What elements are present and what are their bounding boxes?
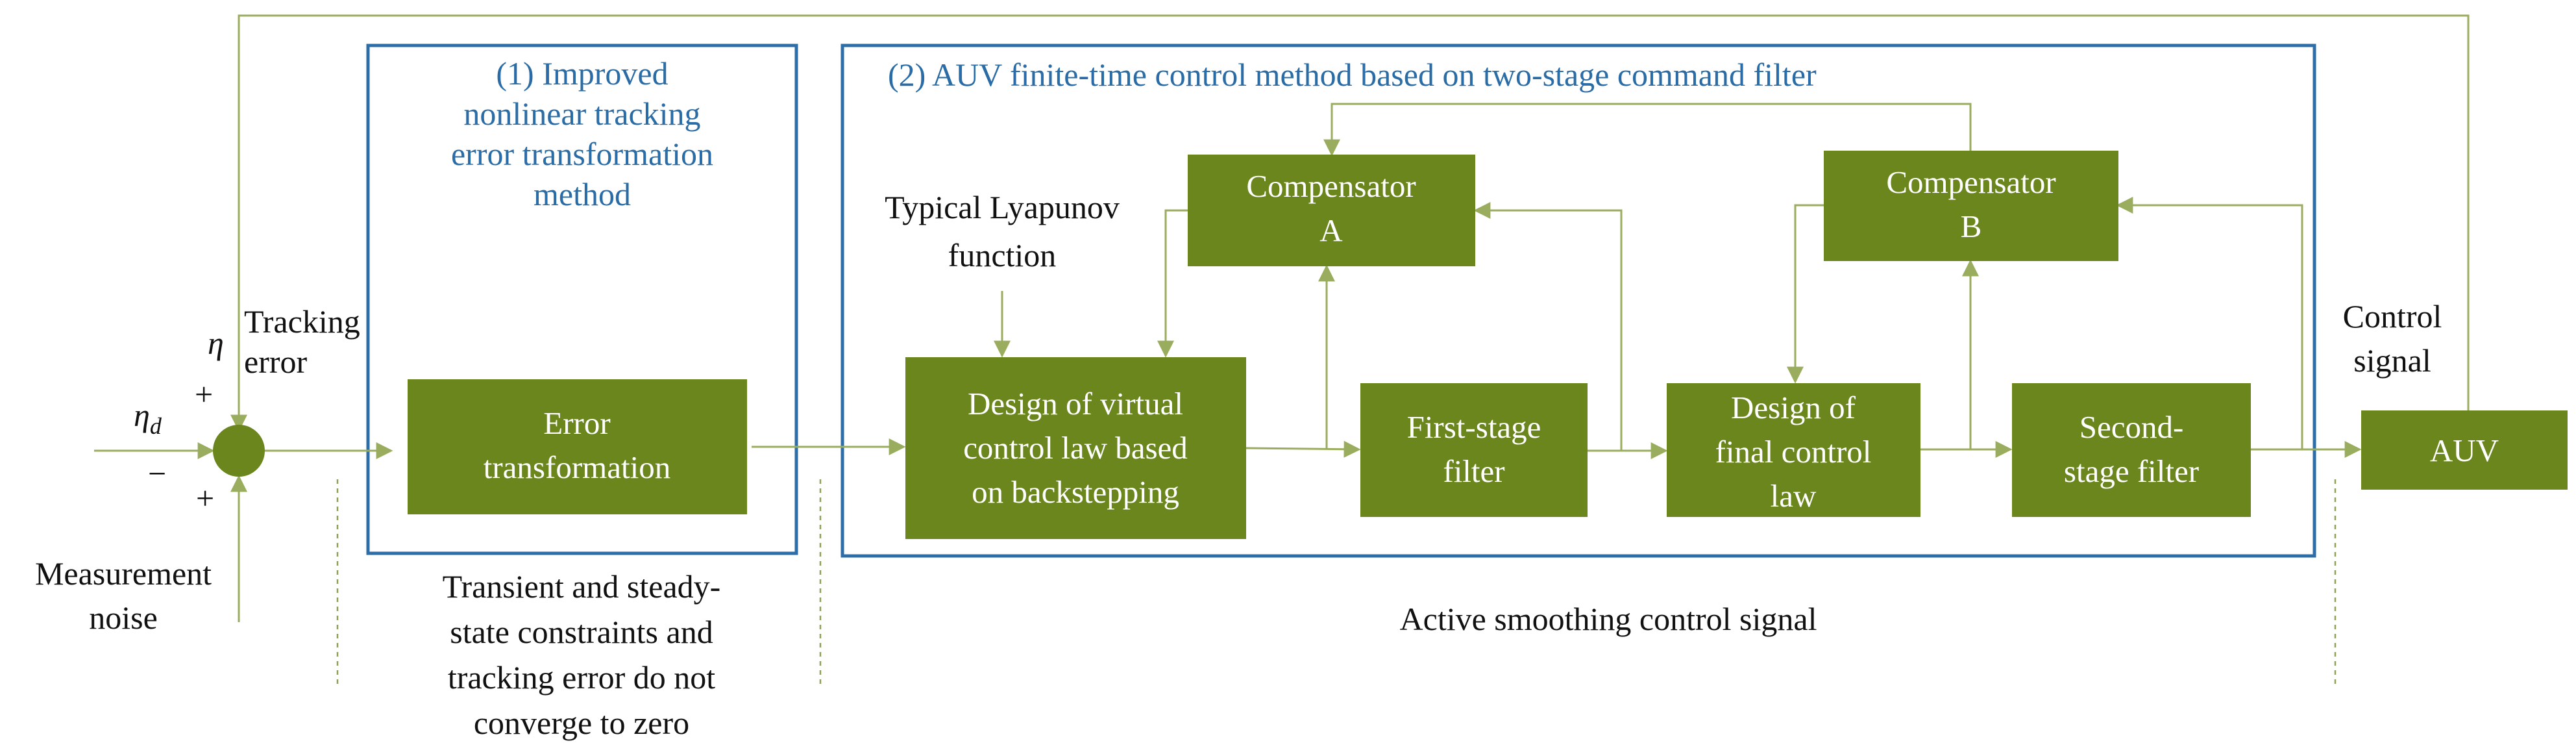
measurement-noise-label: Measurement noise bbox=[35, 555, 212, 636]
second-stage-filter-label-line-2: stage filter bbox=[2064, 453, 2199, 489]
eta-d-subscript: d bbox=[150, 413, 162, 439]
plus-bottom-sign: + bbox=[196, 480, 214, 516]
second-filter-loop-wire bbox=[2116, 197, 2303, 449]
compA-to-virtual-wire bbox=[1157, 209, 1188, 358]
constraints-note-line-2: state constraints and bbox=[450, 614, 713, 650]
region1-title-line-2: nonlinear tracking bbox=[463, 95, 700, 132]
smoothing-note: Active smoothing control signal bbox=[1400, 601, 1817, 637]
constraints-note-line-4: converge to zero bbox=[474, 705, 689, 741]
region2-frame bbox=[840, 44, 2316, 558]
region2-title: (2) AUV finite-time control method based… bbox=[888, 57, 1817, 93]
second-stage-filter-block: Second-stage filter bbox=[2012, 383, 2251, 517]
minus-sign: − bbox=[148, 455, 166, 492]
plus-top-sign: + bbox=[195, 376, 213, 412]
constraints-note: Transient and steady-state constraints a… bbox=[443, 568, 721, 741]
compensator-a-label-line-2: A bbox=[1319, 212, 1343, 248]
compensator-b-label-line-2: B bbox=[1961, 208, 1982, 244]
summing-junction bbox=[213, 425, 265, 477]
lyapunov-label-line-2: function bbox=[948, 237, 1057, 273]
constraints-note-line-3: tracking error do not bbox=[448, 659, 715, 696]
measurement-noise-label-line-1: Measurement bbox=[35, 555, 212, 592]
control-signal-label: Control signal bbox=[2343, 298, 2442, 379]
eta-label: η bbox=[208, 325, 224, 361]
lyapunov-label-line-1: Typical Lyapunov bbox=[885, 189, 1120, 225]
compensator-b-label-line-1: Compensator bbox=[1886, 164, 2055, 200]
compB-to-compA-wire bbox=[1323, 103, 1972, 157]
control-signal-label-line-1: Control bbox=[2343, 298, 2442, 334]
final-control-label-line-1: Design of bbox=[1731, 390, 1856, 425]
lyapunov-label: Typical Lyapunov function bbox=[885, 189, 1120, 273]
virtual-control-label-line-2: control law based bbox=[963, 430, 1188, 466]
measurement-noise-label-line-2: noise bbox=[89, 599, 158, 636]
compB-to-final-wire bbox=[1787, 204, 1824, 384]
first-stage-filter-label-line-1: First-stage bbox=[1407, 409, 1541, 445]
virtual-control-label-line-3: on backstepping bbox=[972, 474, 1179, 510]
final-control-label: Design of final control law bbox=[1715, 390, 1872, 514]
virtual-control-block: Design of virtual control law based on bac… bbox=[905, 357, 1246, 539]
virtual-control-label: Design of virtual control law based on bac… bbox=[963, 386, 1188, 510]
tracking-error-label-line-2: error bbox=[244, 344, 307, 380]
second-stage-filter-label: Second-stage filter bbox=[2064, 409, 2199, 489]
auv-block: AUV bbox=[2361, 410, 2568, 490]
compensator-a-label-line-1: Compensator bbox=[1246, 168, 1416, 204]
region1-title-line-1: (1) Improved bbox=[496, 55, 668, 92]
region1-title-line-4: method bbox=[534, 176, 631, 212]
auv-label: AUV bbox=[2430, 433, 2499, 468]
final-control-block: Design of final control law bbox=[1667, 383, 1920, 517]
region2-title-line-1: (2) AUV finite-time control method based… bbox=[888, 57, 1817, 93]
control-signal-label-line-2: signal bbox=[2353, 342, 2431, 379]
constraints-note-line-1: Transient and steady- bbox=[443, 568, 721, 605]
first-stage-filter-block: First-stage filter bbox=[1360, 383, 1588, 517]
virtual-control-label-line-1: Design of virtual bbox=[968, 386, 1183, 421]
eta-d-label: ηd bbox=[134, 397, 162, 439]
final-control-label-line-2: final control bbox=[1715, 434, 1872, 470]
first-filter-loop-wire bbox=[1473, 202, 1623, 451]
virtual-to-first-filter-wire bbox=[1245, 440, 1361, 458]
phase-separators bbox=[336, 479, 2337, 688]
error-transformation-label-line-1: Error bbox=[543, 405, 610, 441]
error-transformation-label-line-2: transformation bbox=[484, 449, 670, 485]
first-stage-filter-label: First-stage filter bbox=[1407, 409, 1541, 489]
error-transformation-block: Error transformation bbox=[408, 379, 747, 514]
feedback-wire bbox=[230, 14, 2470, 432]
first-stage-filter-label-line-2: filter bbox=[1443, 453, 1504, 489]
region1-frame bbox=[366, 44, 798, 555]
auv-label-line-1: AUV bbox=[2430, 433, 2499, 468]
region1-title-line-3: error transformation bbox=[451, 136, 713, 172]
smoothing-note-line-1: Active smoothing control signal bbox=[1400, 601, 1817, 637]
final-control-label-line-3: law bbox=[1771, 478, 1817, 514]
second-stage-filter-label-line-1: Second- bbox=[2079, 409, 2184, 445]
tracking-error-label: Tracking error bbox=[244, 303, 360, 380]
tracking-error-label-line-1: Tracking bbox=[244, 303, 360, 340]
wires bbox=[94, 14, 2470, 622]
error-transformation-label: Error transformation bbox=[484, 405, 670, 485]
